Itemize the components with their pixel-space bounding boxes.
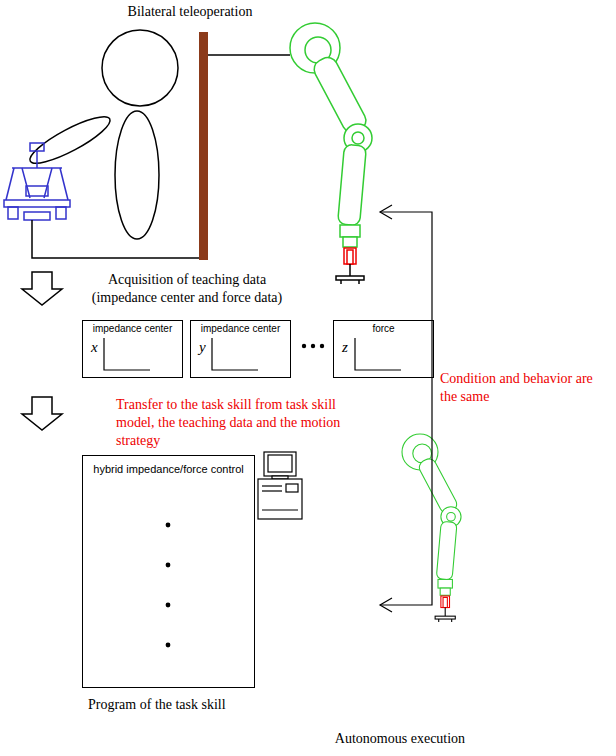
graph-title: force (334, 322, 433, 335)
graph-axes-part (104, 338, 150, 370)
device-cable (32, 55, 290, 258)
ellipsis-dots-part (166, 643, 171, 648)
master-device-part (12, 167, 62, 169)
ellipsis-dots-part (166, 603, 171, 608)
master-device-part (24, 212, 50, 220)
computer-icon-part (262, 509, 298, 510)
graph-box: force z (333, 320, 434, 378)
section-heading: Autonomous execution (310, 730, 490, 748)
loop-arrow-part (380, 205, 392, 219)
master-device-part (26, 186, 48, 196)
step-label: Acquisition of teaching data (impedance … (78, 271, 296, 307)
ellipsis-dots-part (311, 344, 315, 348)
graph-box: impedance center y (190, 320, 291, 378)
master-device-part (8, 207, 18, 219)
axis-variable: z (334, 339, 433, 355)
master-device-part (30, 143, 44, 151)
computer-icon-part (262, 485, 282, 486)
graph-box: impedance center x (82, 320, 183, 378)
hollow-arrow-part (22, 272, 62, 305)
device-cable-part (208, 54, 290, 56)
graph-title: impedance center (83, 322, 182, 335)
computer-icon-part (268, 455, 292, 472)
hollow-arrow (22, 272, 62, 430)
master-device-part (36, 151, 38, 168)
ellipsis-dots-part (166, 523, 171, 528)
ellipsis-dots-part (166, 563, 171, 568)
graph-axes-part (212, 338, 258, 370)
section-heading: Bilateral teleoperation (95, 3, 285, 21)
axis-variable: x (83, 339, 182, 355)
box-title: hybrid impedance/force control (83, 456, 254, 476)
device-cable-part (32, 220, 200, 258)
computer-icon-part (264, 452, 296, 476)
computer-icon-part (258, 479, 302, 519)
graph-title: impedance center (191, 322, 290, 335)
graph-axes-part (355, 338, 401, 370)
communication-wall (199, 32, 208, 260)
human-figure-part (115, 111, 159, 239)
program-box: hybrid impedance/force controlProgram of… (82, 455, 255, 714)
slave-robot (290, 23, 372, 284)
loop-arrow-part (380, 598, 392, 612)
loop-arrow-part (380, 212, 432, 605)
note-text: Condition and behavior are the same (440, 370, 602, 406)
master-device-part (56, 207, 66, 219)
computer-icon (258, 452, 302, 519)
ellipsis-dots-part (320, 344, 324, 348)
graph-axes (104, 338, 401, 370)
human-figure-part (25, 109, 115, 171)
hollow-arrow-part (22, 397, 62, 430)
ellipsis-dots-part (302, 344, 306, 348)
master-device-part (4, 200, 70, 207)
program-frame: hybrid impedance/force control (82, 455, 255, 688)
computer-icon-part (262, 490, 282, 491)
loop-arrow (380, 205, 432, 612)
master-device-part (60, 168, 68, 200)
master-device-part (6, 168, 14, 200)
ellipsis-dots (166, 344, 325, 648)
master-device (4, 143, 70, 220)
step-label: Transfer to the task skill from task ski… (116, 396, 352, 450)
axis-variable: y (191, 339, 290, 355)
human-figure-part (102, 30, 178, 106)
box-caption: Program of the task skill (82, 688, 255, 714)
computer-icon-part (286, 484, 298, 492)
